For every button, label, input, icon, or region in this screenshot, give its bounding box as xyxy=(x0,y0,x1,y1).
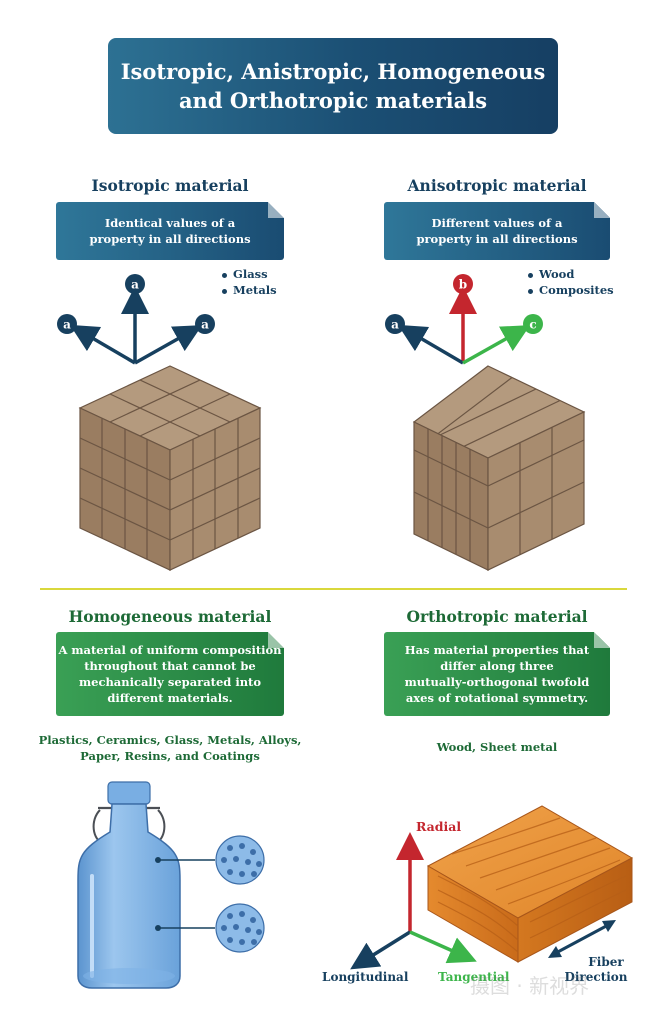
svg-text:c: c xyxy=(529,318,536,332)
axis-left-arrow xyxy=(397,324,464,365)
axis-label-left: a xyxy=(385,314,405,334)
isotropic-axes-diagram: a a a xyxy=(57,274,215,365)
wood-block xyxy=(426,805,634,963)
svg-text:b: b xyxy=(459,278,467,292)
homogeneous-note-line: mechanically separated into xyxy=(78,675,262,689)
homogeneous-note-line: different materials. xyxy=(107,691,233,705)
svg-text:a: a xyxy=(391,318,399,332)
wood-block-axes-diagram: Radial Longitudinal Tangential Fiber Dir… xyxy=(322,805,634,984)
svg-text:a: a xyxy=(131,278,139,292)
anisotropic-example-item: Composites xyxy=(528,282,614,298)
tangential-axis-arrow xyxy=(409,930,477,964)
glass-bottle-illustration xyxy=(77,781,265,989)
homogeneous-examples-line-2: Paper, Resins, and Coatings xyxy=(80,749,260,763)
longitudinal-axis-arrow xyxy=(350,930,411,970)
anisotropic-note-line-1: Different values of a xyxy=(431,216,563,230)
main-title-line-2: and Orthotropic materials xyxy=(178,88,488,113)
homogeneous-definition-note: A material of uniform composition throug… xyxy=(56,632,284,716)
isotropic-example-item: Glass xyxy=(222,266,277,282)
fiber-direction-double-arrow xyxy=(548,920,616,958)
homogeneous-examples-line-1: Plastics, Ceramics, Glass, Metals, Alloy… xyxy=(38,733,302,747)
anisotropic-axes-diagram: a b c xyxy=(385,274,543,365)
tangential-label: Tangential xyxy=(438,970,510,984)
homogeneous-examples: Plastics, Ceramics, Glass, Metals, Alloy… xyxy=(30,732,310,764)
anisotropic-heading: Anisotropic material xyxy=(407,176,587,195)
anisotropic-examples-list: Wood Composites xyxy=(528,266,614,298)
anisotropic-note-line-2: property in all directions xyxy=(416,232,578,246)
page-fold-icon xyxy=(268,202,284,218)
homogeneous-note-line: A material of uniform composition xyxy=(58,643,282,657)
orthotropic-note-line: mutually-orthogonal twofold xyxy=(404,675,590,689)
main-title-banner: Isotropic, Anistropic, Homogeneous and O… xyxy=(108,38,558,134)
axis-left-arrow xyxy=(69,324,136,365)
anisotropic-definition-note: Different values of a property in all di… xyxy=(384,202,610,260)
svg-text:a: a xyxy=(201,318,209,332)
orthotropic-definition-note: Has material properties that differ alon… xyxy=(384,632,610,716)
radial-label: Radial xyxy=(416,819,461,834)
isotropic-examples-list: Glass Metals xyxy=(222,266,277,298)
main-title-line-1: Isotropic, Anistropic, Homogeneous xyxy=(120,59,546,84)
page-fold-icon xyxy=(268,632,284,648)
fiber-label-line-2: Direction xyxy=(564,970,627,984)
homogeneous-heading: Homogeneous material xyxy=(68,607,272,626)
axis-label-right: a xyxy=(195,314,215,334)
page-fold-icon xyxy=(594,632,610,648)
isotropic-note-line-2: property in all directions xyxy=(89,232,251,246)
orthotropic-heading: Orthotropic material xyxy=(406,607,588,626)
svg-text:a: a xyxy=(63,318,71,332)
homogeneous-note-line: throughout that cannot be xyxy=(84,659,256,673)
isotropic-definition-note: Identical values of a property in all di… xyxy=(56,202,284,260)
isotropic-cube-illustration xyxy=(78,365,262,571)
watermark: 摄图 · 新视界 xyxy=(470,974,590,998)
isotropic-note-line-1: Identical values of a xyxy=(104,216,236,230)
axis-label-left: a xyxy=(57,314,77,334)
orthotropic-note-line: differ along three xyxy=(440,659,554,673)
axis-right-arrow xyxy=(462,325,531,365)
axis-label-top: a xyxy=(125,274,145,294)
anisotropic-cube-illustration xyxy=(412,365,586,571)
anisotropic-example-item: Wood xyxy=(528,266,614,282)
orthotropic-note-line: Has material properties that xyxy=(404,643,590,657)
section-divider xyxy=(40,588,627,590)
isotropic-heading: Isotropic material xyxy=(91,176,249,195)
orthotropic-examples: Wood, Sheet metal xyxy=(436,740,558,754)
isotropic-example-item: Metals xyxy=(222,282,277,298)
magnified-structure-circle xyxy=(215,903,265,953)
axis-label-top: b xyxy=(453,274,473,294)
magnified-structure-circle xyxy=(215,835,265,885)
axis-right-arrow xyxy=(134,325,203,365)
axis-label-right: c xyxy=(523,314,543,334)
orthotropic-note-line: axes of rotational symmetry. xyxy=(405,691,589,705)
longitudinal-label: Longitudinal xyxy=(322,970,409,984)
fiber-label-line-1: Fiber xyxy=(588,955,624,969)
page-fold-icon xyxy=(594,202,610,218)
